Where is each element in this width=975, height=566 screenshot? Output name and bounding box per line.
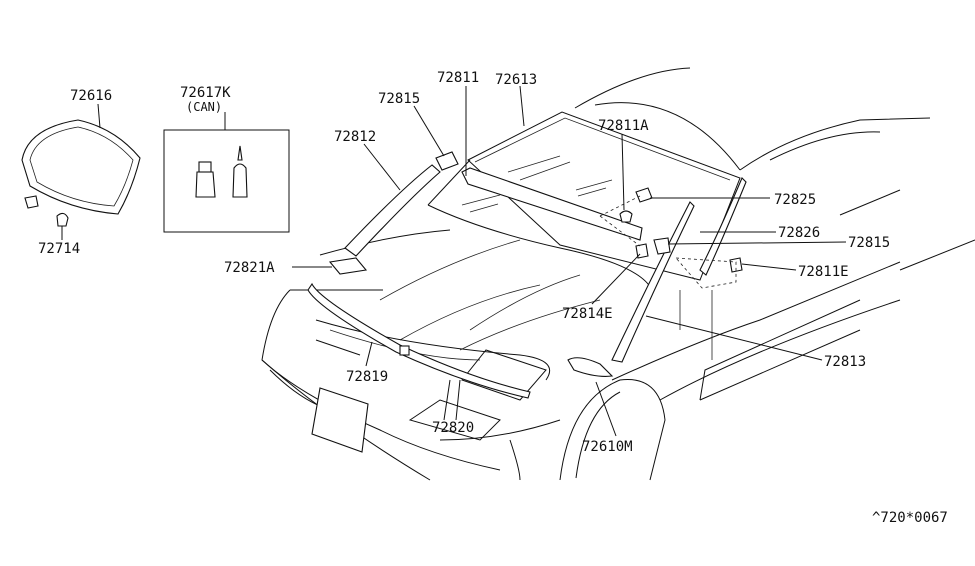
label-72811a: 72811A bbox=[598, 118, 649, 134]
label-72616: 72616 bbox=[70, 88, 112, 104]
clip-72811e bbox=[729, 257, 743, 273]
label-72814e: 72814E bbox=[562, 306, 613, 322]
label-72821a: 72821A bbox=[224, 260, 275, 276]
adhesive-kit-box bbox=[163, 112, 290, 233]
end-cap-72815-right bbox=[653, 237, 671, 255]
end-cap-72815-left bbox=[435, 151, 459, 171]
cowl-cover-72821a bbox=[328, 257, 368, 275]
label-72826: 72826 bbox=[778, 225, 820, 241]
clip-72714 bbox=[56, 212, 69, 238]
label-72825: 72825 bbox=[774, 192, 816, 208]
label-72610m: 72610M bbox=[582, 439, 633, 455]
label-72613: 72613 bbox=[495, 72, 537, 88]
seal-clip-small bbox=[24, 195, 39, 209]
label-72815-right: 72815 bbox=[848, 235, 890, 251]
label-72617k: 72617K bbox=[180, 85, 231, 101]
label-72813: 72813 bbox=[824, 354, 866, 370]
label-72812: 72812 bbox=[334, 129, 376, 145]
clip-72811a bbox=[635, 187, 653, 203]
windshield-glass-inset bbox=[21, 119, 141, 215]
clip-72825 bbox=[619, 210, 633, 223]
label-72714: 72714 bbox=[38, 241, 80, 257]
front-molding-72819 bbox=[307, 282, 531, 399]
label-72811: 72811 bbox=[437, 70, 479, 86]
label-72820: 72820 bbox=[432, 420, 474, 436]
reference-code: ^720*0067 bbox=[872, 510, 948, 526]
label-72811e: 72811E bbox=[798, 264, 849, 280]
label-72819: 72819 bbox=[346, 369, 388, 385]
drip-molding-upper-72811 bbox=[461, 167, 643, 241]
label-72815-top: 72815 bbox=[378, 91, 420, 107]
pad-72610m bbox=[567, 357, 614, 377]
vehicle-body-outline bbox=[261, 67, 975, 481]
label-can: (CAN) bbox=[186, 100, 222, 114]
leader-lines bbox=[61, 85, 847, 437]
